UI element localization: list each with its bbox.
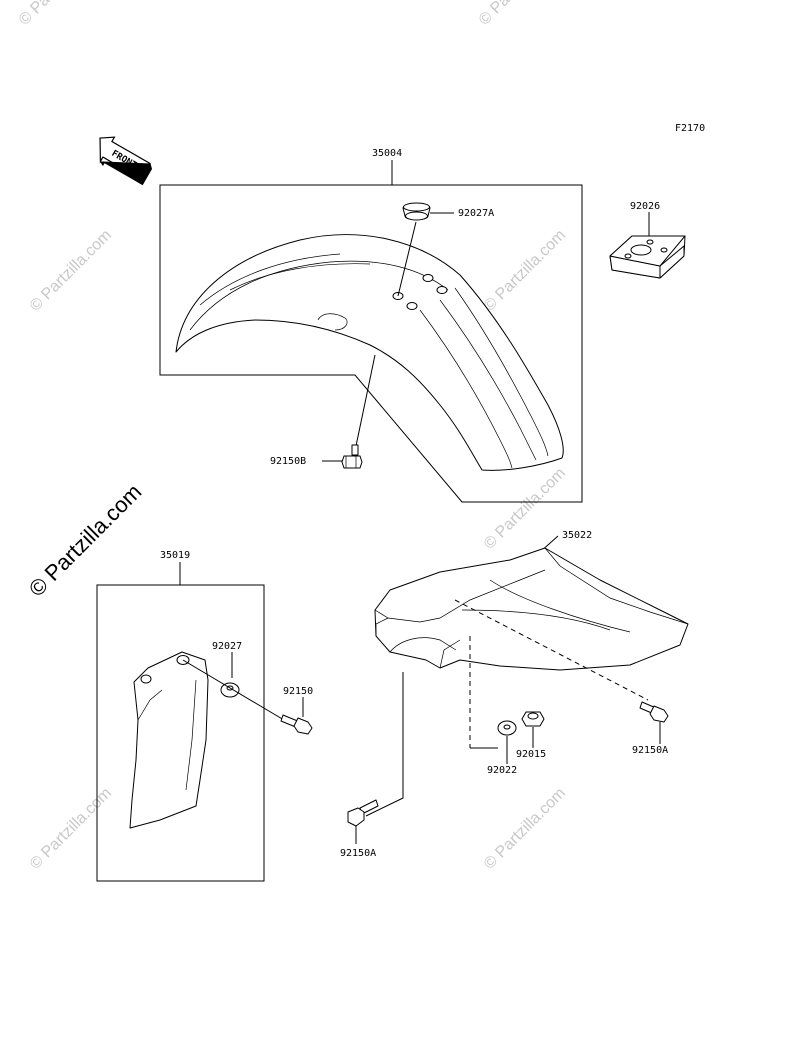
plate-bolt xyxy=(280,714,313,735)
watermark-text: © Partzilla.com xyxy=(27,227,115,315)
dashed-leader xyxy=(454,599,649,701)
rear-bolt-right xyxy=(639,701,669,723)
callout-rear-nut: 92015 xyxy=(516,749,546,760)
figure-code: F2170 xyxy=(675,123,705,134)
front-fender-group-outline xyxy=(159,160,583,503)
plate-assy-group-outline xyxy=(96,584,265,882)
watermark-text: © Partzilla.com xyxy=(476,0,564,29)
front-fender xyxy=(175,234,564,471)
leader-line xyxy=(182,659,285,721)
callout-plate-bolt: 92150 xyxy=(283,686,313,697)
leader-line xyxy=(397,221,417,297)
watermark-text: © Partzilla.com xyxy=(16,0,104,29)
watermark-text: © Partzilla.com xyxy=(481,785,569,873)
rear-washer xyxy=(497,720,517,736)
fender-grommet xyxy=(402,202,431,221)
leader-line xyxy=(355,354,376,447)
callout-plate-washer: 92027 xyxy=(212,641,242,652)
rear-nut xyxy=(521,711,545,727)
callout-rear-fender: 35022 xyxy=(562,530,592,541)
callout-rear-bolt-right: 92150A xyxy=(632,745,668,756)
callout-fender-grommet: 92027A xyxy=(458,208,494,219)
callout-plate-assy: 35019 xyxy=(160,550,190,561)
callout-rear-bolt-lower: 92150A xyxy=(340,848,376,859)
watermark-text: © Partzilla.com xyxy=(481,465,569,553)
rear-fender xyxy=(374,547,689,671)
rear-bolt-lower xyxy=(347,799,379,827)
front-direction-arrow: FRONT xyxy=(99,136,153,186)
collar-part xyxy=(609,235,686,279)
callout-front-fender-bolt: 92150B xyxy=(270,456,306,467)
mud-plate xyxy=(129,651,209,829)
front-fender-bolt xyxy=(341,444,363,469)
leader-line xyxy=(365,672,404,817)
callout-rear-washer: 92022 xyxy=(487,765,517,776)
callout-front-fender: 35004 xyxy=(372,148,402,159)
plate-washer xyxy=(220,682,240,698)
watermark-text: © Partzilla.com xyxy=(27,785,115,873)
watermark-large: © Partzilla.com xyxy=(24,479,147,602)
callout-collar: 92026 xyxy=(630,201,660,212)
watermark-text: © Partzilla.com xyxy=(481,227,569,315)
